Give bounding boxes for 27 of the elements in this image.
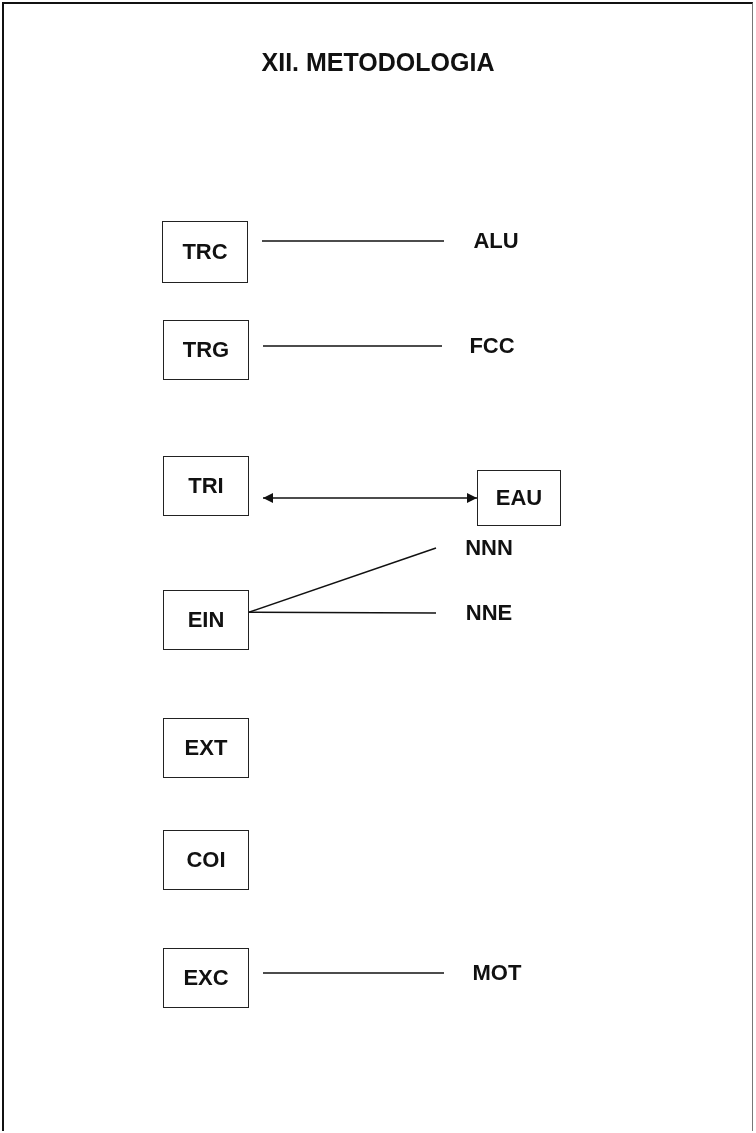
box-label: TRG — [182, 337, 230, 363]
label-box — [163, 718, 249, 778]
label-box — [163, 320, 249, 380]
connector-line — [262, 345, 443, 347]
box-label: COI — [186, 847, 226, 873]
box-label: EAU — [495, 485, 543, 511]
label-box — [477, 470, 561, 526]
label-box — [163, 456, 249, 516]
node-label: MOT — [472, 960, 522, 986]
box-label: EIN — [187, 607, 225, 633]
node-label: FCC — [469, 333, 515, 359]
node-label: ALU — [473, 228, 519, 254]
connector-line — [248, 611, 437, 614]
box-label: EXC — [183, 965, 229, 991]
box-label: TRC — [182, 239, 228, 265]
box-label: TRI — [188, 473, 224, 499]
label-box — [163, 590, 249, 650]
label-box — [162, 221, 248, 283]
double-arrow — [262, 493, 478, 503]
diagram-title: XII. METODOLOGIA — [260, 48, 496, 77]
connector-line — [261, 240, 445, 242]
box-label: EXT — [184, 735, 228, 761]
node-label: NNE — [465, 600, 513, 626]
label-box — [163, 948, 249, 1008]
node-label: NNN — [465, 535, 513, 561]
label-box — [163, 830, 249, 890]
connector-line — [262, 972, 445, 974]
